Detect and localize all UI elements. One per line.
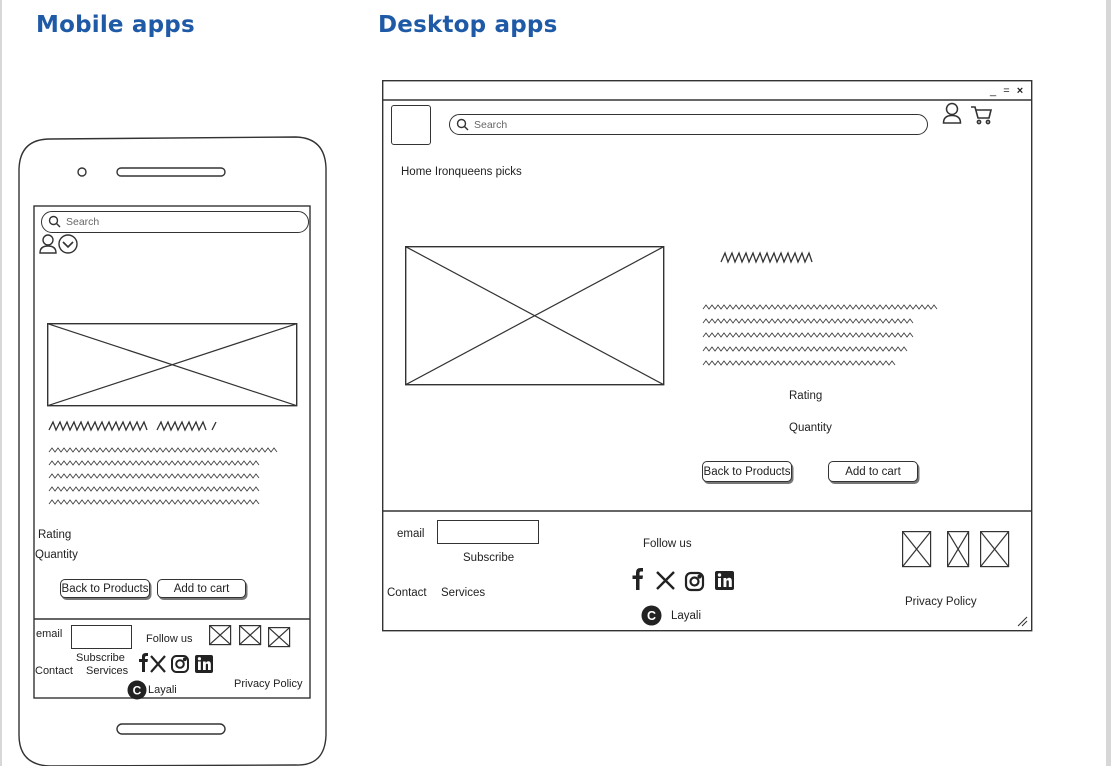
product-description-placeholder bbox=[702, 251, 938, 366]
image-placeholder-icon bbox=[209, 625, 232, 646]
user-icon[interactable] bbox=[39, 234, 57, 254]
desktop-add-to-cart-button[interactable]: Add to cart bbox=[828, 461, 918, 482]
mobile-search-input[interactable]: Search bbox=[41, 211, 309, 233]
mobile-rating-label: Rating bbox=[38, 529, 72, 541]
image-placeholder-icon bbox=[46, 322, 298, 407]
image-placeholder-icon bbox=[404, 245, 665, 386]
facebook-icon bbox=[632, 568, 643, 590]
cart-icon[interactable] bbox=[971, 106, 993, 125]
mobile-wireframe: Search Rating Quantity Back to Products … bbox=[0, 0, 340, 766]
desktop-quantity-label: Quantity bbox=[789, 422, 832, 434]
image-placeholder-icon bbox=[267, 626, 291, 648]
mobile-section-title: Mobile apps bbox=[36, 12, 195, 38]
image-placeholder-icon bbox=[946, 531, 970, 568]
product-description-placeholder bbox=[48, 420, 278, 505]
resize-grip-icon bbox=[1017, 616, 1028, 627]
x-twitter-icon bbox=[150, 655, 166, 673]
close-button[interactable]: × bbox=[1016, 85, 1024, 97]
linkedin-icon bbox=[195, 655, 213, 673]
mobile-follow-us-label: Follow us bbox=[146, 633, 193, 645]
copyright-icon: C bbox=[127, 680, 147, 700]
mobile-brand-name: Layali bbox=[148, 684, 177, 696]
desktop-email-field[interactable] bbox=[437, 520, 539, 544]
phone-outline bbox=[18, 136, 327, 766]
svg-text:C: C bbox=[133, 683, 142, 697]
mobile-subscribe-button[interactable]: Subscribe bbox=[76, 652, 125, 664]
canvas-left-border bbox=[0, 0, 2, 766]
image-placeholder-icon bbox=[902, 531, 932, 568]
desktop-privacy-policy-link[interactable]: Privacy Policy bbox=[905, 596, 977, 608]
mobile-email-label: email bbox=[36, 628, 63, 640]
instagram-icon bbox=[684, 571, 705, 592]
image-placeholder-icon bbox=[979, 531, 1010, 568]
linkedin-icon bbox=[715, 571, 734, 590]
user-icon[interactable] bbox=[942, 102, 962, 124]
desktop-email-label: email bbox=[397, 528, 425, 540]
instagram-icon bbox=[171, 655, 189, 673]
mobile-add-to-cart-button[interactable]: Add to cart bbox=[157, 579, 246, 598]
desktop-back-to-products-button[interactable]: Back to Products bbox=[702, 461, 792, 482]
desktop-search-input[interactable]: Search bbox=[449, 114, 928, 135]
speaker-slot bbox=[116, 167, 226, 177]
breadcrumb[interactable]: Home Ironqueens picks bbox=[401, 166, 522, 178]
mobile-email-field[interactable] bbox=[71, 625, 132, 649]
desktop-contact-link[interactable]: Contact bbox=[387, 587, 427, 599]
image-placeholder-icon bbox=[239, 625, 262, 646]
desktop-footer-image-placeholders bbox=[902, 531, 1010, 568]
logo-placeholder[interactable] bbox=[391, 105, 431, 145]
svg-text:C: C bbox=[647, 609, 656, 623]
home-bar bbox=[116, 723, 226, 735]
desktop-section-title: Desktop apps bbox=[378, 12, 558, 38]
search-placeholder: Search bbox=[66, 216, 100, 228]
mobile-account-icons bbox=[39, 234, 78, 254]
canvas-right-border bbox=[1106, 0, 1111, 766]
camera-icon bbox=[77, 167, 87, 177]
desktop-social-icons bbox=[632, 568, 734, 592]
mobile-social-icons bbox=[139, 653, 213, 673]
desktop-rating-label: Rating bbox=[789, 390, 823, 402]
mobile-contact-link[interactable]: Contact bbox=[35, 665, 73, 677]
window-controls: _ = × bbox=[988, 85, 1025, 97]
mobile-footer-image-placeholders bbox=[209, 625, 291, 648]
mobile-privacy-policy-link[interactable]: Privacy Policy bbox=[234, 678, 303, 690]
search-icon bbox=[456, 118, 469, 130]
search-placeholder: Search bbox=[474, 118, 508, 131]
maximize-button[interactable]: = bbox=[1003, 85, 1010, 97]
mobile-back-to-products-button[interactable]: Back to Products bbox=[60, 579, 150, 598]
desktop-follow-us-label: Follow us bbox=[643, 538, 692, 550]
x-twitter-icon bbox=[656, 571, 675, 590]
copyright-icon: C bbox=[641, 605, 662, 626]
desktop-services-link[interactable]: Services bbox=[441, 587, 486, 599]
chevron-down-icon[interactable] bbox=[58, 234, 78, 254]
mobile-services-link[interactable]: Services bbox=[86, 665, 129, 677]
desktop-subscribe-button[interactable]: Subscribe bbox=[463, 552, 515, 564]
desktop-header-icons bbox=[942, 102, 993, 125]
phone-screen bbox=[33, 205, 311, 699]
facebook-icon bbox=[139, 653, 148, 672]
product-title-placeholder bbox=[720, 251, 813, 264]
mobile-quantity-label: Quantity bbox=[35, 549, 78, 561]
desktop-brand-name: Layali bbox=[671, 610, 702, 622]
minimize-button[interactable]: _ bbox=[989, 85, 997, 97]
search-icon bbox=[48, 215, 61, 228]
